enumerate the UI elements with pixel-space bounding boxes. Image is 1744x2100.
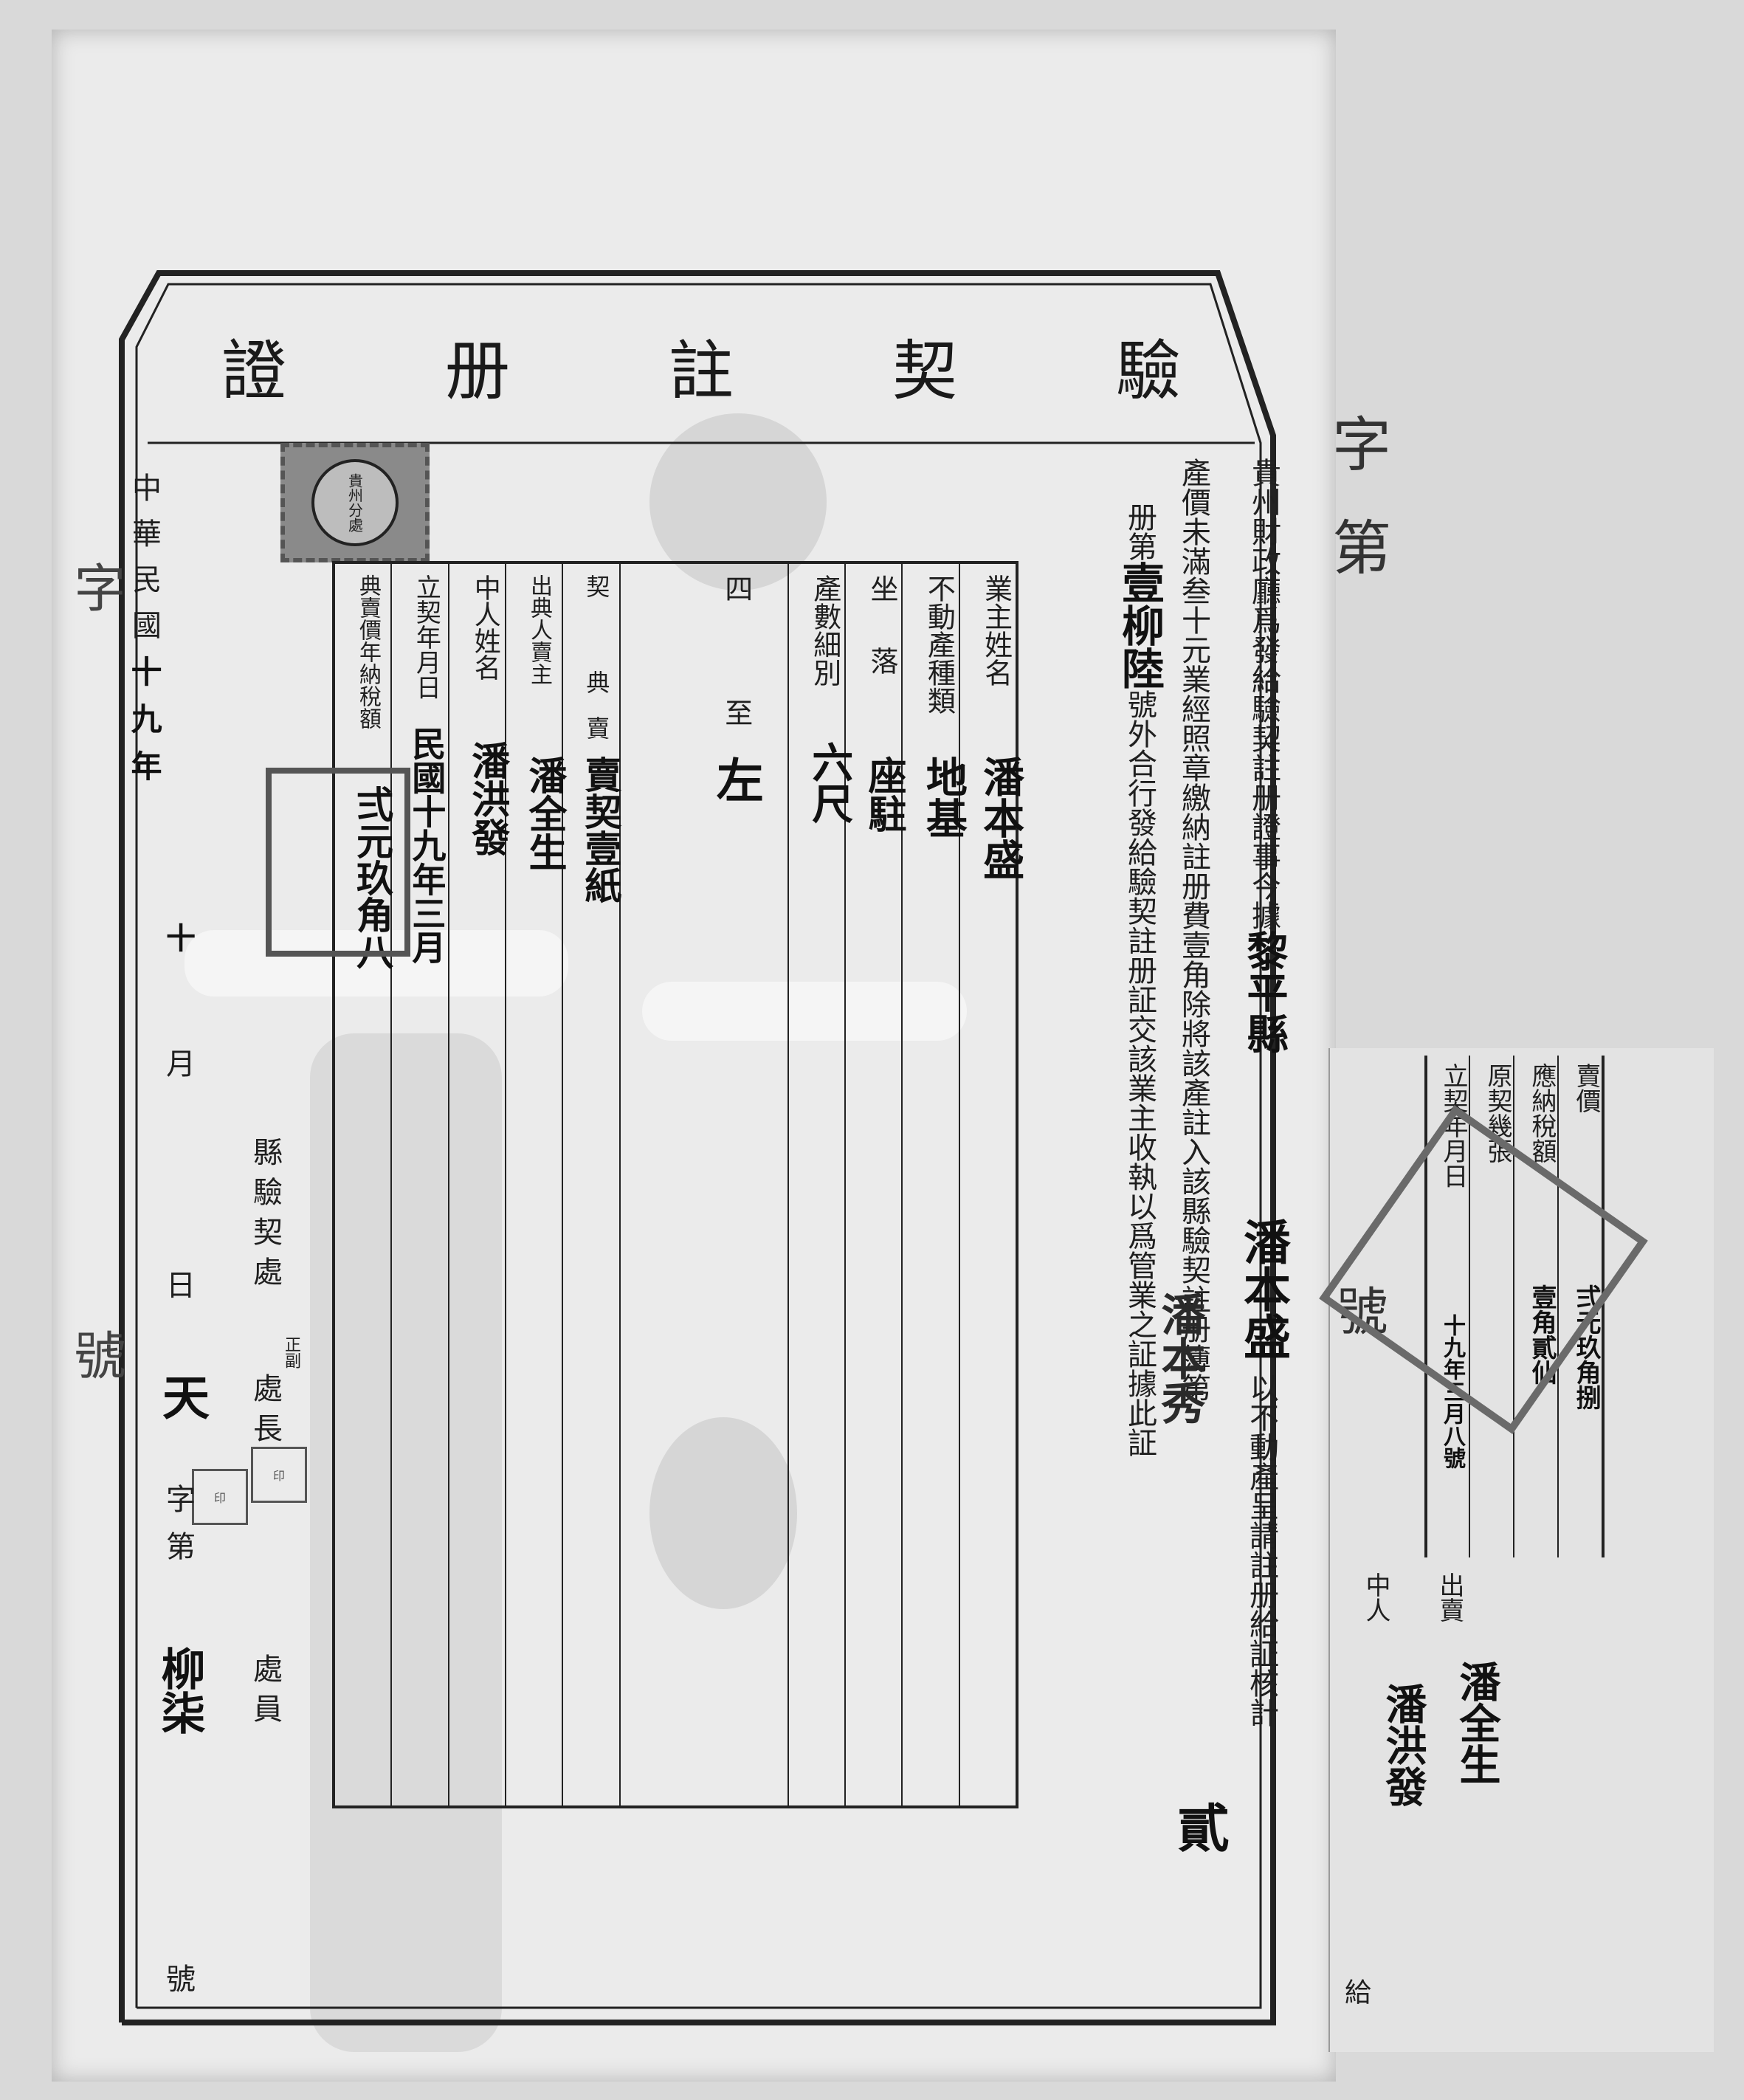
date-era-text: 中華民國: [127, 472, 161, 655]
table-label: 契 典賣: [582, 574, 611, 762]
cert-line-3: 册第壹柳陸號外合行發給驗契註册証交該業主收執以爲管業之証據此証: [1109, 502, 1171, 1457]
table-value: 潘全生: [522, 756, 567, 871]
ink-seal-large: [266, 768, 410, 957]
table-value: 賣契壹紙: [579, 756, 622, 903]
serial-end: 號: [161, 1963, 195, 1993]
serial-char: 天: [154, 1373, 209, 1420]
chief-mark: 正副: [282, 1336, 300, 1369]
title-char: 册: [444, 332, 510, 409]
table-column: 產數細別 六尺: [787, 564, 853, 1805]
certificate-paper: [52, 30, 1336, 2082]
stub-label: 賣價: [1571, 1063, 1601, 1113]
stub-label: 原契幾張: [1483, 1063, 1512, 1163]
chief-title: 處長: [248, 1373, 282, 1453]
register-number: 貳: [1169, 1801, 1230, 1853]
title-char: 註: [668, 332, 734, 409]
official-seal: 印: [251, 1447, 307, 1503]
table-column: 典賣價年納稅額 弍元玖角八: [335, 564, 393, 1805]
table-value: 六尺: [804, 741, 853, 824]
date-month-label: 月: [161, 1048, 195, 1078]
property-table: 業主姓名 潘本盛 不動產種類 地基 坐落 座駐 產數細別 六尺 四至 左 契 典…: [332, 561, 1024, 1808]
water-stain: [642, 982, 967, 1041]
issuing-office: 縣驗契處: [248, 1137, 282, 1296]
title-char: 證: [221, 332, 287, 409]
book-number: 壹柳陸: [1114, 561, 1165, 689]
official-seal: 印: [192, 1469, 248, 1525]
table-column: 出典人賣主 潘全生: [505, 564, 566, 1805]
table-column: 立契年月日 民國十九年三月: [390, 564, 447, 1805]
cert-after-owner: 以不動產呈請註册給証核計: [1240, 1373, 1283, 1727]
stub-value: 十九年三月八號: [1439, 1314, 1465, 1469]
owner-handwritten-1: 潘本盛: [1229, 1218, 1297, 1360]
cert-text: 號外合行發給驗契註册証交該業主收執以爲管業之証據此証: [1123, 689, 1157, 1457]
table-label: 四至: [720, 574, 753, 822]
table-label: 業主姓名: [979, 574, 1013, 686]
table-column: 坐落 座駐: [844, 564, 906, 1805]
right-margin-number: 號: [1328, 1284, 1388, 1336]
stub-rule: [1602, 1056, 1605, 1557]
cert-text: 產價未滿叁十元業經照章繳納註册費壹角除將該產註入該縣驗契註册簿第: [1176, 458, 1210, 1402]
stub-value: 壹角貳仙: [1527, 1284, 1557, 1385]
table-value: 民國十九年三月: [407, 726, 447, 964]
table-label: 出典人賣主: [526, 574, 553, 685]
clerk-title: 處員: [248, 1653, 282, 1733]
stamp-seal: 貴州分處: [311, 459, 399, 546]
stub-rule: [1513, 1056, 1514, 1557]
cert-text: 貴州財政廳爲發給驗契註册證事今據: [1247, 458, 1281, 930]
right-margin-chars: 字第: [1323, 413, 1391, 620]
stamp-text: 貴州分處: [345, 473, 364, 532]
left-margin-char: 字: [66, 561, 126, 613]
stub-bottom-char: 給: [1340, 1978, 1371, 2005]
water-stain: [310, 1033, 502, 2052]
cert-text: 以不動產呈請註册給証核計: [1244, 1373, 1278, 1727]
date-year: 十九年: [126, 655, 162, 797]
table-value: 潘洪發: [464, 741, 509, 856]
serial-label: 字第: [161, 1484, 195, 1578]
date-month-value: 十: [161, 923, 195, 952]
table-value: 地基: [919, 756, 968, 839]
stub-middle: 潘洪發: [1379, 1683, 1427, 1807]
table-label: 坐落: [866, 574, 899, 719]
table-label: 不動產種類: [923, 574, 956, 715]
stub-label: 應納稅額: [1527, 1063, 1557, 1163]
table-label: 立契年月日: [411, 574, 441, 700]
stub-value: 弍元玖角捌: [1571, 1284, 1601, 1410]
stub-rule: [1424, 1056, 1427, 1557]
table-value: 座駐: [861, 756, 906, 833]
cert-line-1: 貴州財政廳爲發給驗契註册證事今據黎平縣: [1234, 458, 1294, 1054]
left-margin-number: 號: [66, 1329, 126, 1380]
table-column: 中人姓名 潘洪發: [447, 564, 509, 1805]
table-label: 中人姓名: [469, 574, 500, 681]
table-column: 四至 左: [618, 564, 787, 1805]
stub-label: 立契年月日: [1438, 1063, 1468, 1188]
table-value: 弍元玖角八: [351, 785, 394, 970]
water-stain: [649, 1417, 797, 1609]
receipt-stub: [1328, 1048, 1714, 2052]
water-stain: [185, 930, 568, 996]
table-value: 左: [708, 756, 763, 803]
stub-seller-label: 出賣: [1435, 1572, 1464, 1622]
table-label: 產數細別: [808, 574, 841, 686]
cert-text: 册第: [1123, 502, 1157, 561]
table-column: 契 典賣 賣契壹紙: [562, 564, 621, 1805]
certificate-title: 驗 契 註 册 證: [221, 325, 1181, 409]
cert-line-2: 產價未滿叁十元業經照章繳納註册費壹角除將該產註入該縣驗契註册簿第: [1172, 458, 1215, 1402]
date-day-label: 日: [161, 1270, 195, 1299]
table-label: 典賣價年納稅額: [355, 574, 382, 729]
table-column: 不動產種類 地基: [901, 564, 967, 1805]
stub-rule: [1469, 1056, 1470, 1557]
stub-middle-label: 中人: [1361, 1572, 1390, 1622]
owner-name: 潘本盛: [1235, 1218, 1290, 1360]
county-handwritten: 黎平縣: [1240, 930, 1288, 1054]
table-value: 潘本盛: [976, 756, 1024, 880]
stub-seller: 潘全生: [1452, 1661, 1500, 1785]
owner-handwritten-2: 潘本秀: [1154, 1292, 1205, 1425]
title-char: 契: [892, 332, 957, 409]
revenue-stamp: 貴州分處: [280, 443, 430, 562]
date-era: 中華民國十九年: [122, 472, 167, 797]
title-char: 驗: [1115, 332, 1181, 409]
stub-rule: [1557, 1056, 1559, 1557]
serial-value: 柳柒: [154, 1646, 205, 1735]
table-column: 業主姓名 潘本盛: [958, 564, 1024, 1805]
